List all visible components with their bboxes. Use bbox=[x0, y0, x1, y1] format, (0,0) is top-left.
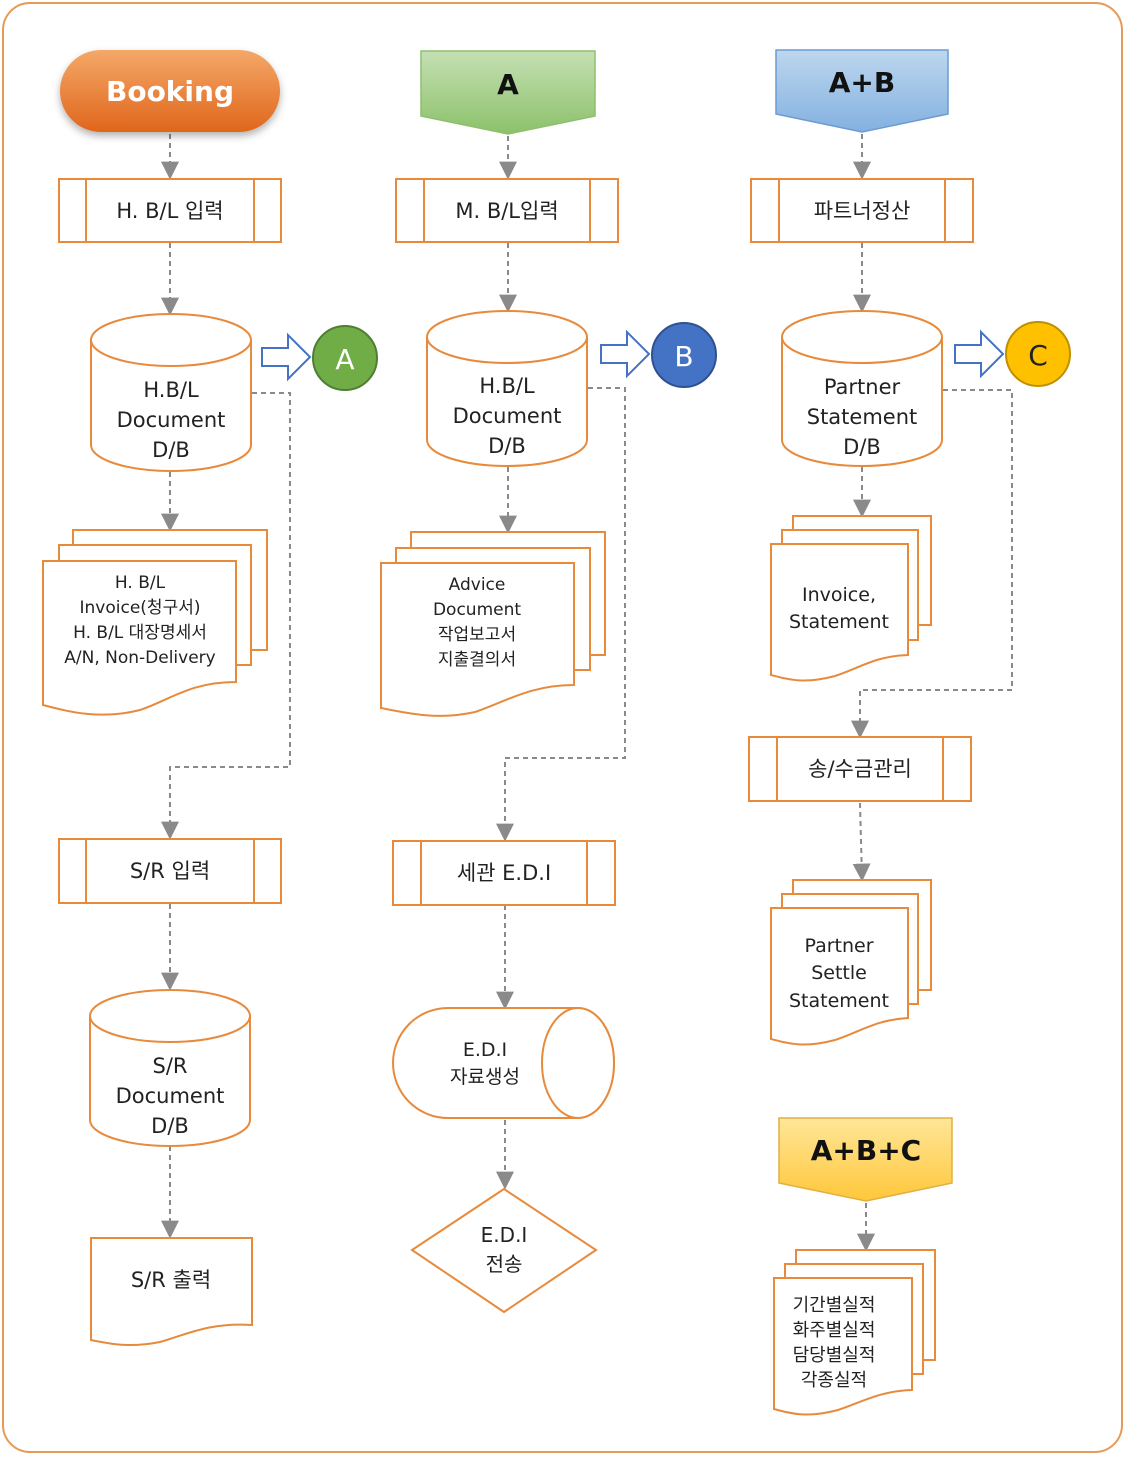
block-arrow-a-icon bbox=[261, 332, 312, 382]
hbl-docs-line-2: Invoice(청구서) bbox=[80, 598, 201, 618]
conn-remit-to-settle bbox=[852, 802, 871, 882]
edi-data-line-2: 자료생성 bbox=[450, 1066, 520, 1088]
advice-docs-line-3: 작업보고서 bbox=[438, 625, 516, 645]
hbl-input-process: H. B/L 입력 bbox=[58, 178, 282, 243]
conn-db3-to-remit bbox=[851, 389, 1013, 739]
column-1: Booking H. B/L 입력 H.B/L Document D/B A bbox=[42, 50, 378, 1347]
connector-c-label: C bbox=[1028, 339, 1048, 372]
column-3: A+B 파트너정산 Partner Statement D/B C bbox=[748, 49, 1071, 1416]
partner-statement-db: Partner Statement D/B bbox=[781, 310, 943, 467]
partner-db-line-2: Statement bbox=[807, 405, 918, 429]
remit-manage-process: 송/수금관리 bbox=[748, 736, 972, 802]
connectors bbox=[161, 134, 1013, 1252]
partner-settle-label: 파트너정산 bbox=[814, 199, 911, 223]
column-2: A M. B/L입력 H.B/L Document D/B B bbox=[380, 50, 717, 1314]
performance-line-2: 화주별실적 bbox=[793, 1320, 876, 1341]
customs-edi-process: 세관 E.D.I bbox=[392, 840, 616, 906]
hbl-input-label: H. B/L 입력 bbox=[116, 199, 223, 223]
advice-docs-line-2: Document bbox=[433, 600, 521, 620]
conn-db2-to-customs bbox=[496, 387, 626, 842]
partner-settle-process: 파트너정산 bbox=[750, 178, 974, 243]
sr-output-document: S/R 출력 bbox=[90, 1237, 253, 1347]
abc-start-label: A+B+C bbox=[811, 1134, 921, 1167]
performance-multi-document: 기간별실적 화주별실적 담당별실적 각종실적 bbox=[773, 1249, 936, 1416]
hbl-document-db: H.B/L Document D/B bbox=[90, 313, 252, 472]
invoice-statement-multi-document: Invoice, Statement bbox=[770, 515, 932, 682]
a-start-label: A bbox=[497, 68, 519, 101]
sr-document-db: S/R Document D/B bbox=[89, 989, 251, 1147]
ab-start: A+B bbox=[775, 49, 949, 133]
advice-docs-line-1: Advice bbox=[449, 575, 506, 595]
connector-a-circle: A bbox=[312, 325, 378, 391]
hbl-db-line-1: H.B/L bbox=[143, 378, 199, 402]
sr-db-line-1: S/R bbox=[153, 1054, 188, 1078]
partner-db-line-1: Partner bbox=[824, 375, 901, 399]
edi-send-line-2: 전송 bbox=[486, 1252, 523, 1276]
hbl-db2-line-3: D/B bbox=[488, 434, 526, 458]
settle-docs-line-2: Settle bbox=[811, 962, 867, 984]
sr-input-label: S/R 입력 bbox=[130, 859, 210, 883]
sr-db-line-3: D/B bbox=[151, 1114, 189, 1138]
performance-line-3: 담당별실적 bbox=[793, 1345, 876, 1366]
sr-input-process: S/R 입력 bbox=[58, 838, 282, 904]
settle-docs-line-1: Partner bbox=[804, 935, 873, 957]
hbl-db-line-2: Document bbox=[117, 408, 226, 432]
advice-docs-line-4: 지출결의서 bbox=[438, 650, 516, 670]
hbl-multi-document: H. B/L Invoice(청구서) H. B/L 대장명세서 A/N, No… bbox=[42, 529, 268, 716]
customs-edi-label: 세관 E.D.I bbox=[457, 861, 551, 885]
connector-c-circle: C bbox=[1005, 321, 1071, 387]
partner-db-line-3: D/B bbox=[843, 435, 881, 459]
invoice-docs-line-2: Statement bbox=[789, 611, 889, 633]
edi-send-decision: E.D.I 전송 bbox=[410, 1187, 598, 1314]
performance-line-4: 각종실적 bbox=[801, 1370, 867, 1391]
hbl-docs-line-1: H. B/L bbox=[115, 573, 166, 593]
hbl-docs-line-3: H. B/L 대장명세서 bbox=[73, 623, 207, 643]
advice-multi-document: Advice Document 작업보고서 지출결의서 bbox=[380, 531, 606, 717]
booking-label: Booking bbox=[106, 75, 234, 108]
settle-statement-multi-document: Partner Settle Statement bbox=[770, 879, 932, 1046]
hbl-docs-line-4: A/N, Non-Delivery bbox=[64, 648, 215, 668]
sr-output-label: S/R 출력 bbox=[131, 1268, 211, 1292]
performance-line-1: 기간별실적 bbox=[793, 1295, 876, 1316]
abc-start: A+B+C bbox=[778, 1117, 953, 1202]
settle-docs-line-3: Statement bbox=[789, 990, 889, 1012]
edi-send-line-1: E.D.I bbox=[481, 1223, 528, 1247]
mbl-input-label: M. B/L입력 bbox=[455, 199, 558, 223]
ab-start-label: A+B bbox=[829, 66, 895, 99]
block-arrow-b-icon bbox=[600, 329, 651, 379]
edi-data-storage: E.D.I 자료생성 bbox=[392, 1007, 615, 1119]
edi-data-line-1: E.D.I bbox=[463, 1039, 507, 1061]
hbl-db2-line-1: H.B/L bbox=[479, 374, 535, 398]
connector-b-label: B bbox=[674, 340, 693, 373]
booking-start: Booking bbox=[60, 50, 280, 132]
block-arrow-c-icon bbox=[954, 329, 1005, 379]
hbl-db2-line-2: Document bbox=[453, 404, 562, 428]
mbl-input-process: M. B/L입력 bbox=[395, 178, 619, 243]
invoice-docs-line-1: Invoice, bbox=[802, 584, 876, 606]
sr-db-line-2: Document bbox=[116, 1084, 225, 1108]
a-start: A bbox=[420, 50, 596, 135]
connector-a-label: A bbox=[335, 343, 354, 376]
connector-b-circle: B bbox=[651, 322, 717, 388]
hbl-db-line-3: D/B bbox=[152, 438, 190, 462]
hbl-document-db-2: H.B/L Document D/B bbox=[426, 310, 588, 467]
remit-manage-label: 송/수금관리 bbox=[808, 757, 912, 781]
